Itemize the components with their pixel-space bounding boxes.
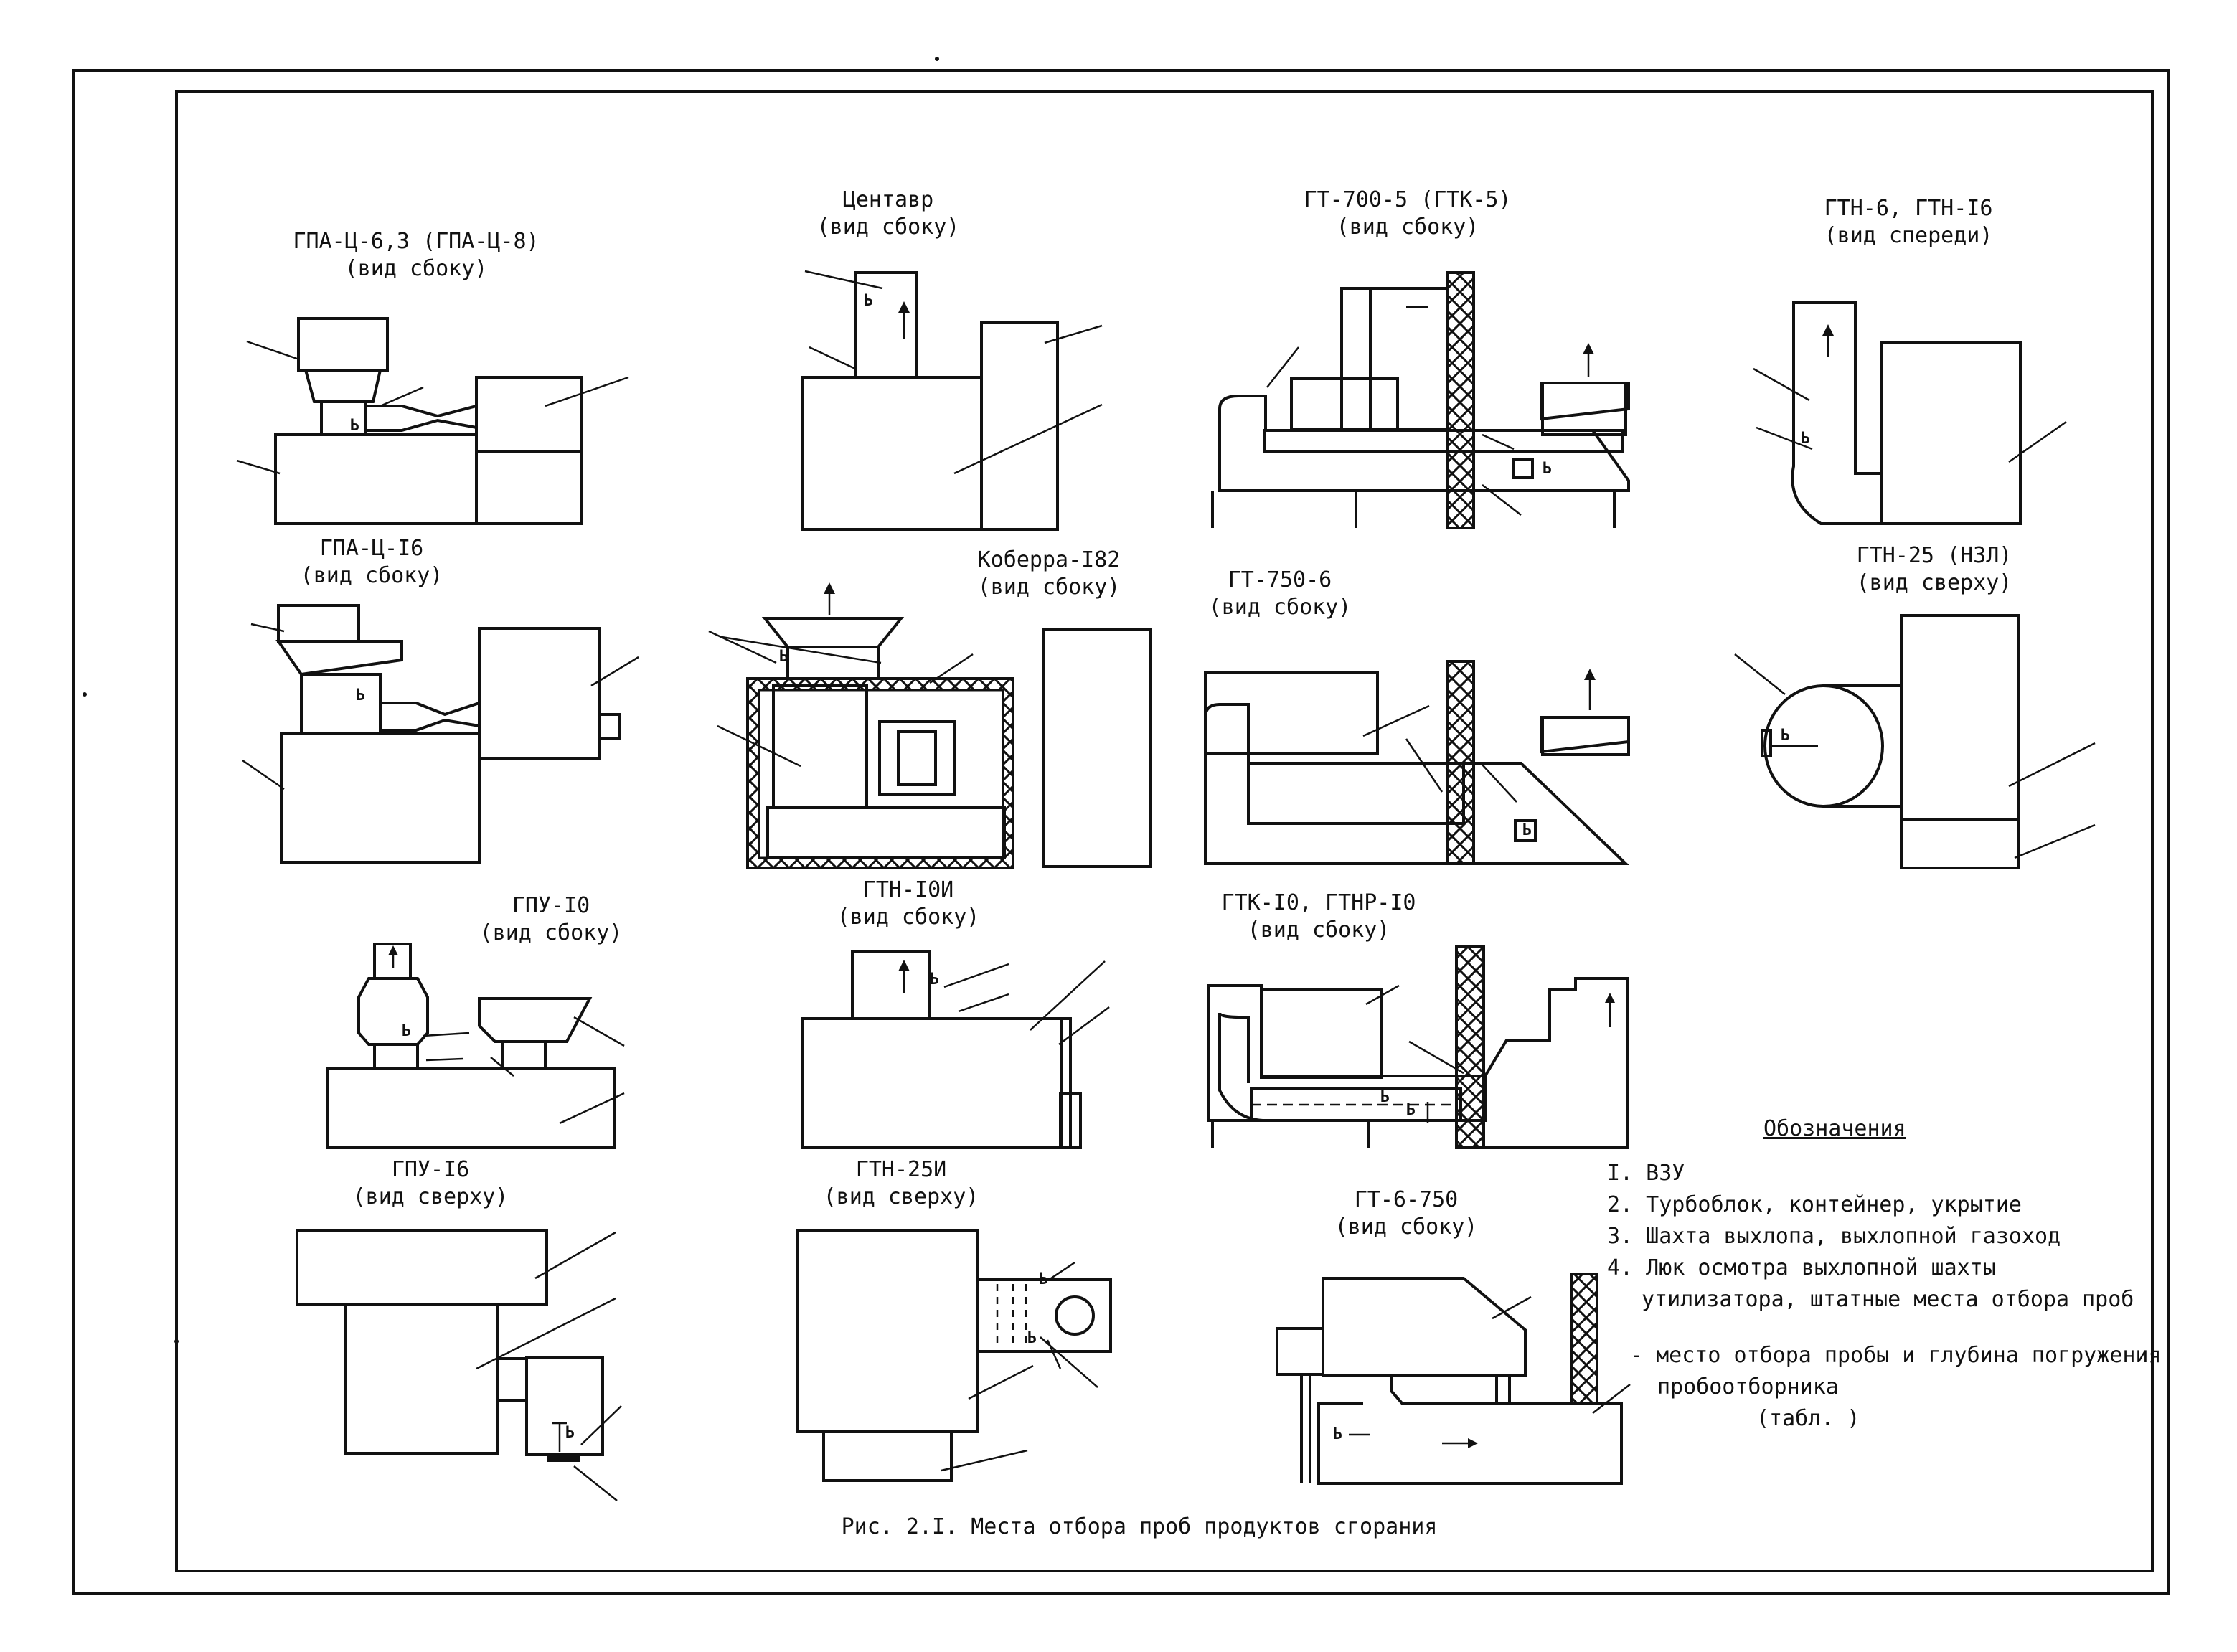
unit-title: Центавр (вид сбоку) (817, 187, 960, 241)
inner-frame (175, 90, 2154, 1572)
legend-item: І. ВЗУ (1607, 1161, 1685, 1186)
unit-gpa-c-6-3-schematic: Ь (236, 317, 629, 525)
unit-coberra-182-schematic: Ь (708, 582, 1152, 869)
legend-title: Обозначения (1763, 1116, 1906, 1141)
unit-view: (вид сбоку) (816, 214, 960, 240)
probe-mark: Ь (1039, 1270, 1048, 1288)
unit-centaur-schematic: Ь (801, 270, 1103, 531)
unit-view: (вид сбоку) (300, 563, 443, 588)
legend-item: 3. Шахта выхлопа, выхлопной газоход (1607, 1224, 2061, 1249)
unit-view: (вид сверху) (823, 1184, 979, 1209)
probe-mark: Ь (779, 648, 788, 666)
unit-gtk-10-schematic: Ь Ь (1207, 945, 1629, 1149)
unit-title: ГТ-6-750 (вид сбоку) (1335, 1186, 1478, 1241)
unit-name: ГПА-Ц-І6 (319, 536, 424, 561)
probe-note-line: пробоотборника (1657, 1374, 1839, 1400)
unit-name: ГТ-750-6 (1228, 567, 1332, 593)
legend-list: І. ВЗУ 2. Турбоблок, контейнер, укрытие … (1607, 1158, 2134, 1316)
unit-title: ГТН-І0И (вид сбоку) (837, 877, 980, 931)
unit-gt-750-6-schematic: Ь (1204, 660, 1630, 865)
unit-title: ГПУ-І0 (вид сбоку) (480, 892, 623, 947)
probe-mark: Ь (1543, 460, 1552, 478)
unit-gpa-c-16-schematic: Ь (242, 604, 639, 864)
unit-title: ГТН-25 (НЗЛ) (вид сверху) (1857, 542, 2012, 597)
unit-name: ГТН-І0И (862, 877, 954, 902)
probe-note: - место отбора пробы и глубина погружени… (1630, 1340, 2162, 1435)
unit-name: ГПУ-І0 (512, 893, 590, 918)
outer-frame (72, 69, 2170, 1595)
unit-view: (вид сбоку) (344, 256, 488, 281)
probe-mark: Ь (1333, 1425, 1342, 1443)
probe-mark: Ь (1522, 821, 1532, 839)
unit-title: ГТК-І0, ГТНР-І0 (вид сбоку) (1222, 889, 1416, 944)
unit-view: (вид сбоку) (1247, 917, 1390, 943)
unit-name: ГТК-І0, ГТНР-І0 (1221, 890, 1416, 915)
probe-mark: Ь (1406, 1101, 1416, 1119)
unit-name: ГТН-25 (НЗЛ) (1856, 543, 2012, 568)
unit-title: ГТН-6, ГТН-І6 (вид спереди) (1824, 195, 1993, 250)
unit-title: ГПА-Ц-І6 (вид сбоку) (301, 535, 443, 590)
probe-mark: Ь (402, 1022, 411, 1040)
unit-view: (вид сверху) (1856, 570, 2012, 595)
unit-gpu-10-schematic: Ь (326, 943, 625, 1149)
unit-view: (вид сбоку) (977, 575, 1121, 600)
unit-gtn-10i-schematic: Ь (801, 950, 1110, 1149)
legend-item: 4. Люк осмотра выхлопной шахты (1607, 1255, 1996, 1280)
speck (174, 1339, 179, 1344)
unit-title: ГПУ-І6 (вид сверху) (353, 1156, 509, 1211)
unit-gpu-16-schematic: Ь (296, 1229, 622, 1501)
probe-mark: Ь (1781, 727, 1790, 745)
unit-gtn-25i-schematic: Ь Ь (796, 1229, 1112, 1482)
unit-title: ГТ-750-6 (вид сбоку) (1209, 567, 1352, 621)
unit-name: Центавр (842, 187, 934, 212)
unit-name: ГТ-6-750 (1354, 1187, 1459, 1212)
unit-view: (вид сверху) (352, 1184, 509, 1209)
probe-mark: Ь (864, 292, 873, 310)
probe-mark: Ь (350, 417, 359, 435)
unit-name: Коберра-І82 (977, 547, 1121, 572)
unit-name: ГТН-25И (855, 1157, 947, 1182)
unit-view: (вид спереди) (1824, 223, 1993, 248)
unit-view: (вид сбоку) (837, 905, 980, 930)
unit-view: (вид сбоку) (479, 920, 623, 945)
probe-mark: Ь (356, 686, 365, 704)
unit-gt-6-750-schematic: Ь (1276, 1273, 1631, 1485)
speck (83, 692, 87, 697)
probe-mark: Ь (1801, 430, 1810, 448)
probe-mark: Ь (565, 1424, 575, 1442)
legend-item: утилизатора, штатные места отбора проб (1642, 1287, 2134, 1312)
unit-name: ГТ-700-5 (ГТК-5) (1304, 187, 1512, 212)
probe-note-line: - место отбора пробы и глубина погружени… (1630, 1343, 2162, 1368)
unit-title: ГТН-25И (вид сверху) (824, 1156, 979, 1211)
figure-caption: Рис. 2.І. Места отбора проб продуктов сг… (841, 1514, 1438, 1539)
unit-title: ГТ-700-5 (ГТК-5) (вид сбоку) (1304, 187, 1512, 241)
unit-name: ГТН-6, ГТН-І6 (1824, 196, 1993, 221)
probe-mark: Ь (930, 971, 939, 988)
unit-view: (вид сбоку) (1336, 214, 1479, 240)
unit-name: ГПА-Ц-6,3 (ГПА-Ц-8) (293, 229, 540, 254)
unit-gtn-6-schematic: Ь (1753, 301, 2067, 525)
unit-title: ГПА-Ц-6,3 (ГПА-Ц-8) (вид сбоку) (293, 228, 539, 283)
legend-item: 2. Турбоблок, контейнер, укрытие (1607, 1192, 2022, 1217)
unit-name: ГПУ-І6 (391, 1157, 470, 1182)
speck (935, 57, 939, 61)
probe-mark: Ь (1380, 1088, 1390, 1106)
probe-note-line: (табл. ) (1756, 1406, 1860, 1431)
probe-mark: Ь (1027, 1329, 1037, 1347)
unit-gtn-25-schematic: Ь (1734, 614, 2096, 869)
unit-title: Коберра-І82 (вид сбоку) (978, 547, 1121, 601)
unit-gt-700-5-schematic: Ь (1211, 271, 1630, 529)
unit-view: (вид сбоку) (1208, 595, 1352, 620)
unit-view: (вид сбоку) (1334, 1214, 1478, 1240)
